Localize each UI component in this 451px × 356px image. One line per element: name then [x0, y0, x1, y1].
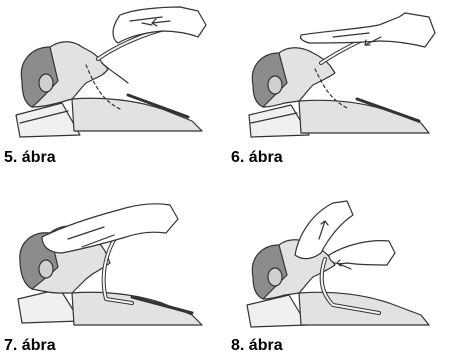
figure-6-illustration: [229, 3, 449, 138]
figure-6-drawing: [229, 3, 449, 138]
figure-7-caption: 7. ábra: [4, 337, 56, 355]
figure-5-illustration: [2, 3, 222, 138]
ear: [268, 76, 282, 94]
figure-5-caption: 5. ábra: [4, 149, 56, 167]
hand: [300, 13, 435, 47]
ear: [268, 268, 282, 286]
figure-7-illustration: [2, 193, 222, 328]
hand: [113, 7, 206, 43]
figure-7-drawing: [2, 193, 222, 328]
figure-8-illustration: [229, 193, 449, 328]
figure-8-caption: 8. ábra: [231, 337, 283, 355]
figure-5-drawing: [2, 3, 222, 138]
ear: [39, 74, 53, 92]
pillow: [16, 103, 80, 137]
pillow: [18, 289, 80, 323]
ear: [39, 260, 53, 278]
pillow: [247, 295, 307, 327]
figure-8-drawing: [229, 193, 449, 328]
figure-6-caption: 6. ábra: [231, 149, 283, 167]
